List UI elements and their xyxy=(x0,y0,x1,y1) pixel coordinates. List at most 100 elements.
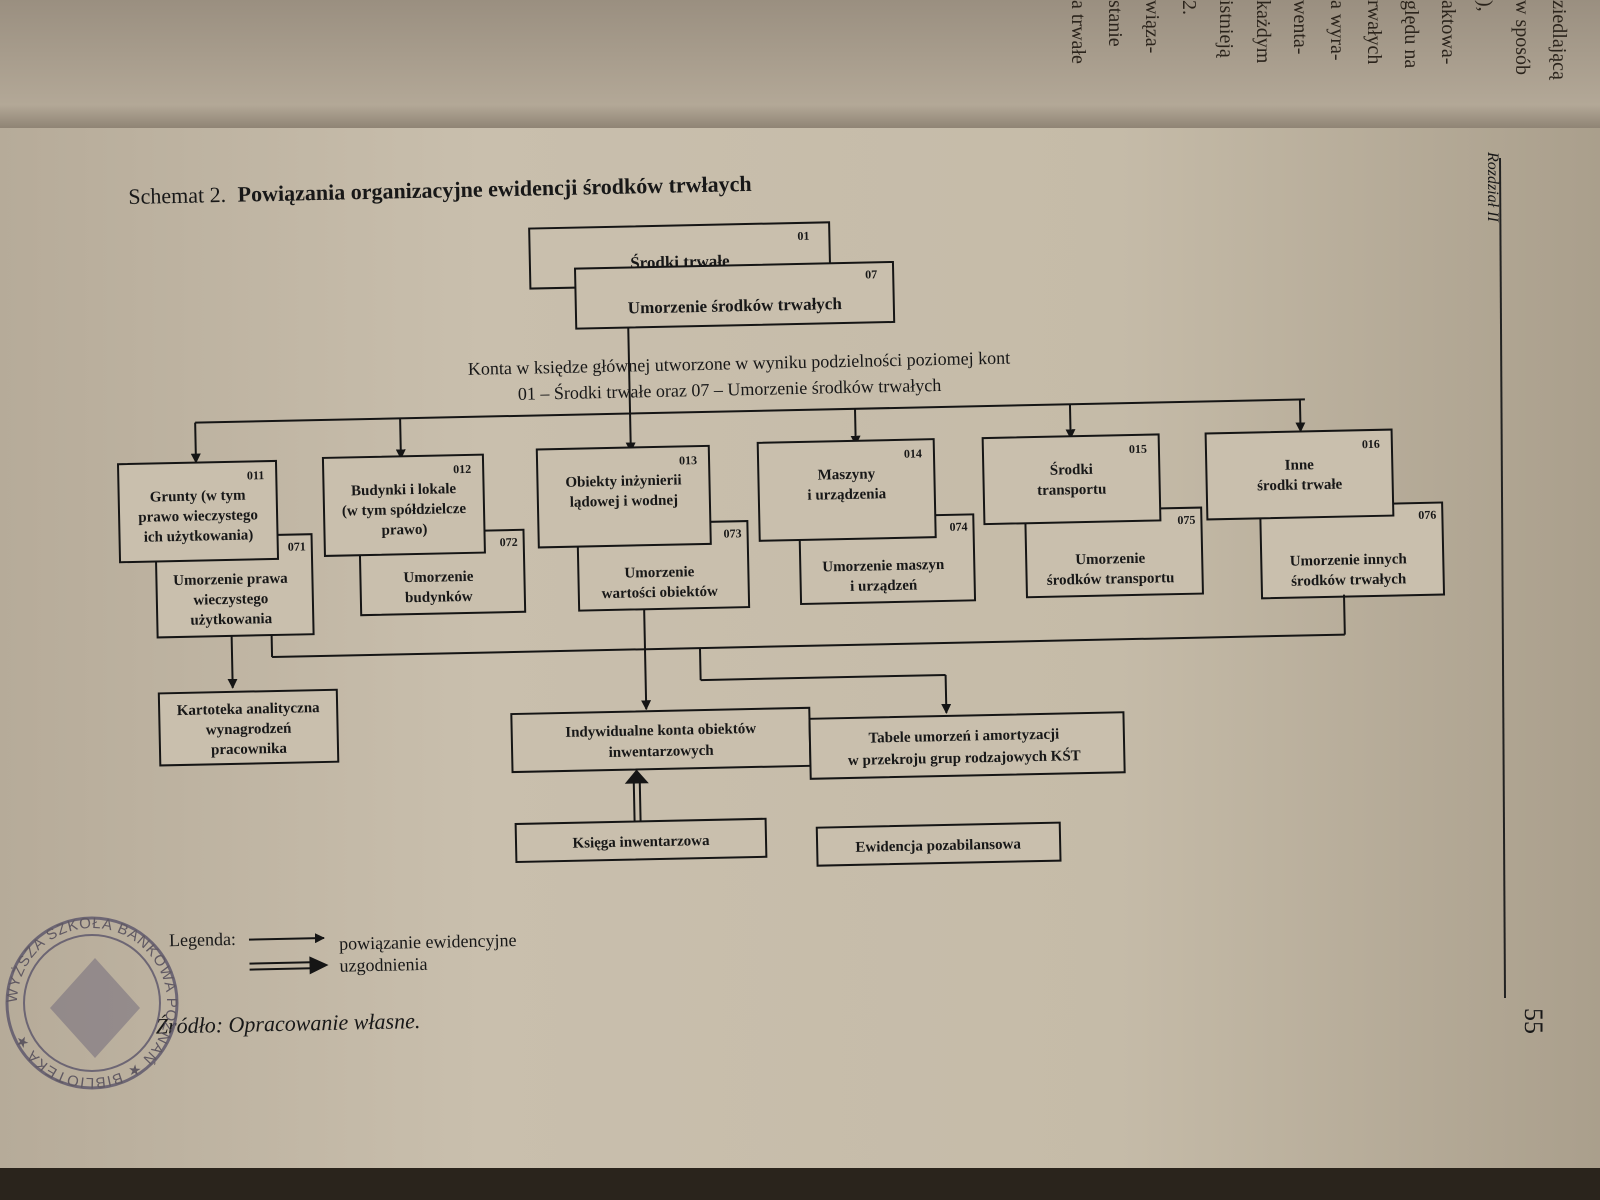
legend-single-arrow xyxy=(248,933,325,944)
amort-label-line: środków trwałych xyxy=(1291,571,1407,589)
book-page: Schemat 2. Powiązania organizacyjne ewid… xyxy=(0,128,1600,1168)
asset-label-line: prawo) xyxy=(381,522,427,539)
analytic-card-box: Kartoteka analityczna wynagrodzeń pracow… xyxy=(157,688,340,767)
asset-label-line: lądowej i wodnej xyxy=(570,493,679,511)
asset-label-line: środki trwałe xyxy=(1257,477,1343,495)
double-arrow-line-left xyxy=(632,781,636,822)
legend-double-text: uzgodnienia xyxy=(339,954,427,976)
individual-accounts-box: Indywidualne konta obiektów inwentarzowy… xyxy=(510,706,812,774)
collector-from-076 xyxy=(1343,594,1346,635)
arrow-to-011 xyxy=(190,422,201,464)
asset-label-line: i urządzenia xyxy=(807,486,887,504)
amort-label-line: wieczystego xyxy=(193,591,268,609)
depreciation-tables-line-1: Tabele umorzeń i amortyzacji xyxy=(868,727,1059,747)
collector-line xyxy=(272,633,1345,659)
trunk-line xyxy=(627,327,632,448)
arrow-to-tables xyxy=(941,674,952,714)
arrow-to-012 xyxy=(395,418,406,460)
legend-double-line-1 xyxy=(249,961,312,965)
asset-label-line: Maszyny xyxy=(817,466,875,483)
diagram-title: Schemat 2. Powiązania organizacyjne ewid… xyxy=(128,171,752,209)
margin-rule xyxy=(1499,157,1506,999)
facing-page-fragment: a wyra- xyxy=(1326,0,1348,61)
facing-page-fragment: każdym xyxy=(1252,0,1274,64)
arrow-to-individual xyxy=(641,609,652,711)
legend-double-line-2 xyxy=(249,967,312,971)
amort-number: 076 xyxy=(1418,508,1436,522)
amort-number: 073 xyxy=(723,526,741,540)
legend-label: Legenda: xyxy=(169,929,236,950)
facing-page-fragment: aktowa- xyxy=(1437,0,1459,65)
facing-page-fragment: w sposób xyxy=(1511,0,1533,76)
asset-label-line: transportu xyxy=(1037,482,1106,499)
analytic-card-line-1: Kartoteka analityczna xyxy=(177,700,321,719)
running-header: Rozdział II xyxy=(1484,151,1501,222)
asset-number: 011 xyxy=(247,468,265,482)
analytic-card-line-3: pracownika xyxy=(211,741,288,759)
individual-accounts-line-2: inwentarzowych xyxy=(608,743,714,761)
page-number: 55 xyxy=(1519,1008,1548,1034)
facing-page-fragment: rwałych xyxy=(1363,0,1385,65)
facing-page-fragment: ziedlającą xyxy=(1548,0,1570,80)
amort-label-line: Umorzenie xyxy=(1075,551,1146,568)
depreciation-tables-box: Tabele umorzeń i amortyzacji w przekroju… xyxy=(808,711,1126,780)
amort-label-line: środków transportu xyxy=(1047,570,1175,589)
note-line-2: 01 – Środki trwałe oraz 07 – Umorzenie ś… xyxy=(518,374,942,404)
collector-to-tables xyxy=(700,673,946,682)
collector-drop xyxy=(698,648,702,681)
individual-accounts-line-1: Indywidualne konta obiektów xyxy=(565,721,756,741)
double-arrow-line-right xyxy=(638,781,642,822)
amort-label-line: Umorzenie innych xyxy=(1290,551,1408,569)
asset-label-line: (w tym spółdzielcze xyxy=(342,501,467,520)
asset-label-line: ich użytkowania) xyxy=(144,527,254,545)
facing-page-fragment: ględu na xyxy=(1400,0,1422,69)
facing-page-fragment: wiąza- xyxy=(1141,0,1163,54)
arrow-to-015 xyxy=(1065,404,1076,440)
asset-label-line: Środki xyxy=(1050,461,1093,479)
amort-label-line: Umorzenie prawa xyxy=(173,571,288,589)
depreciation-label: Umorzenie środków trwałych xyxy=(628,294,843,317)
facing-page-fragment: stanie xyxy=(1104,0,1126,47)
depreciation-tables-line-2: w przekroju grup rodzajowych KŚT xyxy=(848,747,1081,769)
facing-page-fragment: ), xyxy=(1474,0,1496,12)
facing-page-fragment: wenta- xyxy=(1289,0,1311,55)
asset-number: 013 xyxy=(679,453,697,467)
amort-number: 075 xyxy=(1177,513,1195,527)
amort-label-line: Umorzenie xyxy=(624,564,695,581)
diagram: Schemat 2. Powiązania organizacyjne ewid… xyxy=(4,151,1548,1091)
off-balance-label: Ewidencja pozabilansowa xyxy=(855,836,1021,855)
facing-page-fragment: 2. xyxy=(1178,0,1200,15)
amort-number: 071 xyxy=(288,539,306,553)
arrow-to-kartoteka xyxy=(227,635,238,689)
diagram-title-prefix: Schemat 2. xyxy=(128,182,226,209)
asset-number: 016 xyxy=(1362,437,1380,451)
amort-label-line: Umorzenie maszyn xyxy=(822,557,945,576)
inventory-book-label: Księga inwentarzowa xyxy=(572,833,710,852)
arrow-to-014 xyxy=(850,408,861,446)
facing-page-fragment: istnieją xyxy=(1215,0,1237,58)
source-note: Źródło: Opracowanie własne. xyxy=(156,1008,421,1039)
asset-label-line: Inne xyxy=(1285,457,1315,474)
amort-number: 074 xyxy=(949,519,967,533)
asset-label-line: Grunty (w tym xyxy=(150,488,247,506)
diagram-title-main: Powiązania organizacyjne ewidencji środk… xyxy=(237,171,752,207)
analytic-card-line-2: wynagrodzeń xyxy=(206,721,293,739)
arrow-to-016 xyxy=(1295,399,1306,433)
amort-label-line: i urządzeń xyxy=(850,578,918,595)
note-line-1: Konta w księdze głównej utworzone w wyni… xyxy=(468,348,1011,379)
inventory-book-box: Księga inwentarzowa xyxy=(514,817,768,864)
depreciation-number: 07 xyxy=(865,267,877,281)
asset-label-line: Budynki i lokale xyxy=(351,481,457,499)
depreciation-box: 07 Umorzenie środków trwałych xyxy=(573,260,896,330)
fixed-assets-number: 01 xyxy=(797,229,809,243)
legend-double-arrowhead xyxy=(309,956,329,975)
